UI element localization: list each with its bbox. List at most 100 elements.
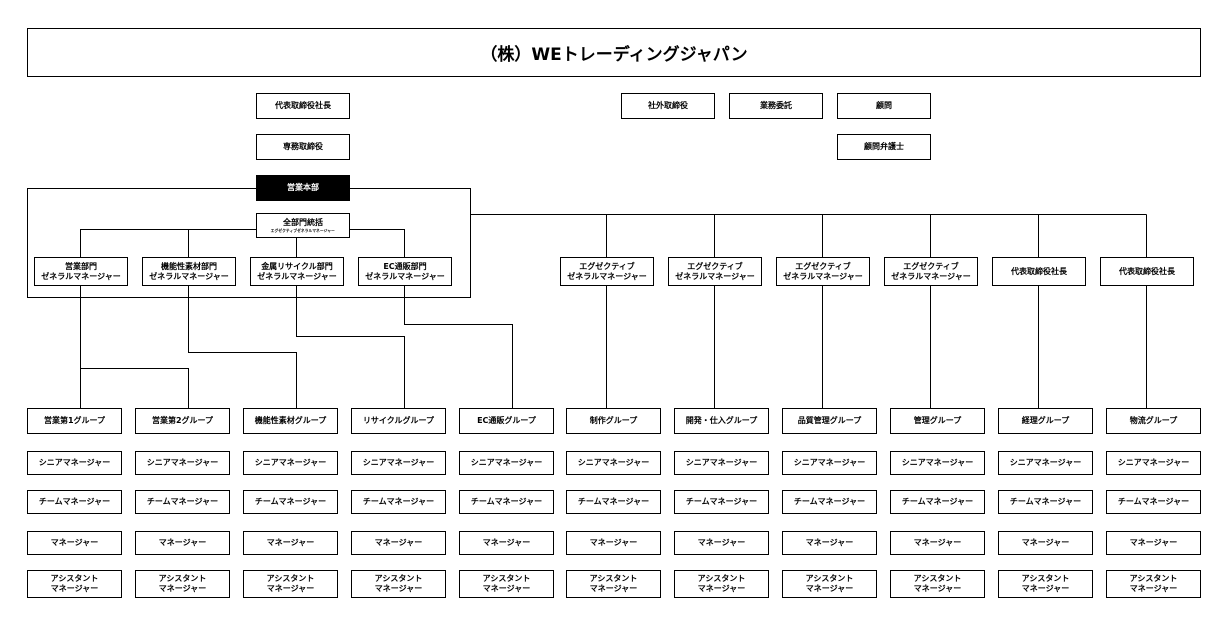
team-manager-box: チームマネージャー xyxy=(674,490,769,514)
group-box: 品質管理グループ xyxy=(782,408,877,434)
dept-line1: エグゼクティブ xyxy=(795,261,851,271)
role-label: シニアマネージャー xyxy=(901,458,974,467)
group-box: 営業第1グループ xyxy=(27,408,122,434)
role-label: マネージャー xyxy=(374,538,423,547)
group-box: 開発・仕入グループ xyxy=(674,408,769,434)
manager-box: マネージャー xyxy=(27,531,122,555)
senmu-box: 専務取締役 xyxy=(256,134,350,160)
assistant-manager-box: アシスタントマネージャー xyxy=(459,570,554,598)
role-label: シニアマネージャー xyxy=(146,458,219,467)
role-label: マネージャー xyxy=(697,538,746,547)
role-label: チームマネージャー xyxy=(577,497,650,506)
manager-box: マネージャー xyxy=(782,531,877,555)
group-label: 機能性素材グループ xyxy=(254,416,327,425)
dept-executive-4: エグゼクティブ ゼネラルマネージャー xyxy=(884,257,978,286)
sales-hq-box: 営業本部 xyxy=(256,175,350,201)
role-label: マネージャー xyxy=(374,584,423,593)
role-label: マネージャー xyxy=(158,584,207,593)
role-label: マネージャー xyxy=(1021,584,1070,593)
dept-line2: ゼネラルマネージャー xyxy=(891,271,971,281)
role-label: マネージャー xyxy=(589,584,638,593)
advisor-lawyer-label: 顧問弁護士 xyxy=(864,142,904,151)
role-label: シニアマネージャー xyxy=(362,458,435,467)
role-label: チームマネージャー xyxy=(146,497,219,506)
senior-manager-box: シニアマネージャー xyxy=(998,451,1093,475)
role-label: マネージャー xyxy=(1129,538,1178,547)
group-label: 開発・仕入グループ xyxy=(685,416,758,425)
role-label: シニアマネージャー xyxy=(793,458,866,467)
role-label: マネージャー xyxy=(266,584,315,593)
dept-functional-materials: 機能性素材部門 ゼネラルマネージャー xyxy=(142,257,236,286)
role-label: チームマネージャー xyxy=(793,497,866,506)
dept-ceo-1: 代表取締役社長 xyxy=(992,257,1086,286)
group-box: 営業第2グループ xyxy=(135,408,230,434)
outside-director-box: 社外取締役 xyxy=(621,93,715,119)
assistant-manager-box: アシスタントマネージャー xyxy=(27,570,122,598)
manager-box: マネージャー xyxy=(351,531,446,555)
dept-line2: ゼネラルマネージャー xyxy=(41,271,121,281)
role-label: マネージャー xyxy=(805,538,854,547)
role-label: チームマネージャー xyxy=(38,497,111,506)
sales-hq-label: 営業本部 xyxy=(287,183,319,192)
team-manager-box: チームマネージャー xyxy=(27,490,122,514)
dept-line1: 金属リサイクル部門 xyxy=(261,261,333,271)
dept-line1: エグゼクティブ xyxy=(687,261,743,271)
role-label: アシスタント xyxy=(482,574,531,583)
senior-manager-box: シニアマネージャー xyxy=(351,451,446,475)
role-label: シニアマネージャー xyxy=(254,458,327,467)
assistant-manager-box: アシスタントマネージャー xyxy=(1106,570,1201,598)
dept-line2: ゼネラルマネージャー xyxy=(149,271,229,281)
role-label: アシスタント xyxy=(589,574,638,583)
role-label: アシスタント xyxy=(1021,574,1070,583)
role-label: マネージャー xyxy=(482,538,531,547)
group-label: 品質管理グループ xyxy=(797,416,862,425)
dept-executive-3: エグゼクティブ ゼネラルマネージャー xyxy=(776,257,870,286)
role-label: チームマネージャー xyxy=(1117,497,1190,506)
assistant-manager-box: アシスタントマネージャー xyxy=(674,570,769,598)
dept-line1: エグゼクティブ xyxy=(579,261,635,271)
dept-line2: ゼネラルマネージャー xyxy=(257,271,337,281)
role-label: チームマネージャー xyxy=(685,497,758,506)
role-label: チームマネージャー xyxy=(362,497,435,506)
sales-hq-frame xyxy=(27,188,471,298)
group-label: 制作グループ xyxy=(589,416,638,425)
role-label: マネージャー xyxy=(1129,584,1178,593)
team-manager-box: チームマネージャー xyxy=(135,490,230,514)
role-label: マネージャー xyxy=(158,538,207,547)
group-label: 物流グループ xyxy=(1129,416,1178,425)
group-box: リサイクルグループ xyxy=(351,408,446,434)
role-label: マネージャー xyxy=(266,538,315,547)
group-label: 営業第2グループ xyxy=(151,416,214,425)
role-label: マネージャー xyxy=(805,584,854,593)
role-label: アシスタント xyxy=(805,574,854,583)
dept-line2: ゼネラルマネージャー xyxy=(675,271,755,281)
dept-ec: EC通販部門 ゼネラルマネージャー xyxy=(358,257,452,286)
senior-manager-box: シニアマネージャー xyxy=(135,451,230,475)
contractor-box: 業務委託 xyxy=(729,93,823,119)
role-label: シニアマネージャー xyxy=(470,458,543,467)
dept-sales: 営業部門 ゼネラルマネージャー xyxy=(34,257,128,286)
role-label: マネージャー xyxy=(50,584,99,593)
manager-box: マネージャー xyxy=(566,531,661,555)
dept-line1: 機能性素材部門 xyxy=(161,261,217,271)
senior-manager-box: シニアマネージャー xyxy=(1106,451,1201,475)
team-manager-box: チームマネージャー xyxy=(782,490,877,514)
role-label: シニアマネージャー xyxy=(577,458,650,467)
dept-line2: ゼネラルマネージャー xyxy=(783,271,863,281)
group-box: 物流グループ xyxy=(1106,408,1201,434)
group-box: 管理グループ xyxy=(890,408,985,434)
dept-line1: 代表取締役社長 xyxy=(1119,266,1175,276)
dept-line2: ゼネラルマネージャー xyxy=(365,271,445,281)
dept-ceo-2: 代表取締役社長 xyxy=(1100,257,1194,286)
team-manager-box: チームマネージャー xyxy=(998,490,1093,514)
dept-line1: EC通販部門 xyxy=(383,261,427,271)
assistant-manager-box: アシスタントマネージャー xyxy=(135,570,230,598)
group-label: EC通販グループ xyxy=(477,416,536,425)
manager-box: マネージャー xyxy=(1106,531,1201,555)
role-label: アシスタント xyxy=(697,574,746,583)
senior-manager-box: シニアマネージャー xyxy=(459,451,554,475)
role-label: マネージャー xyxy=(913,538,962,547)
role-label: アシスタント xyxy=(374,574,423,583)
